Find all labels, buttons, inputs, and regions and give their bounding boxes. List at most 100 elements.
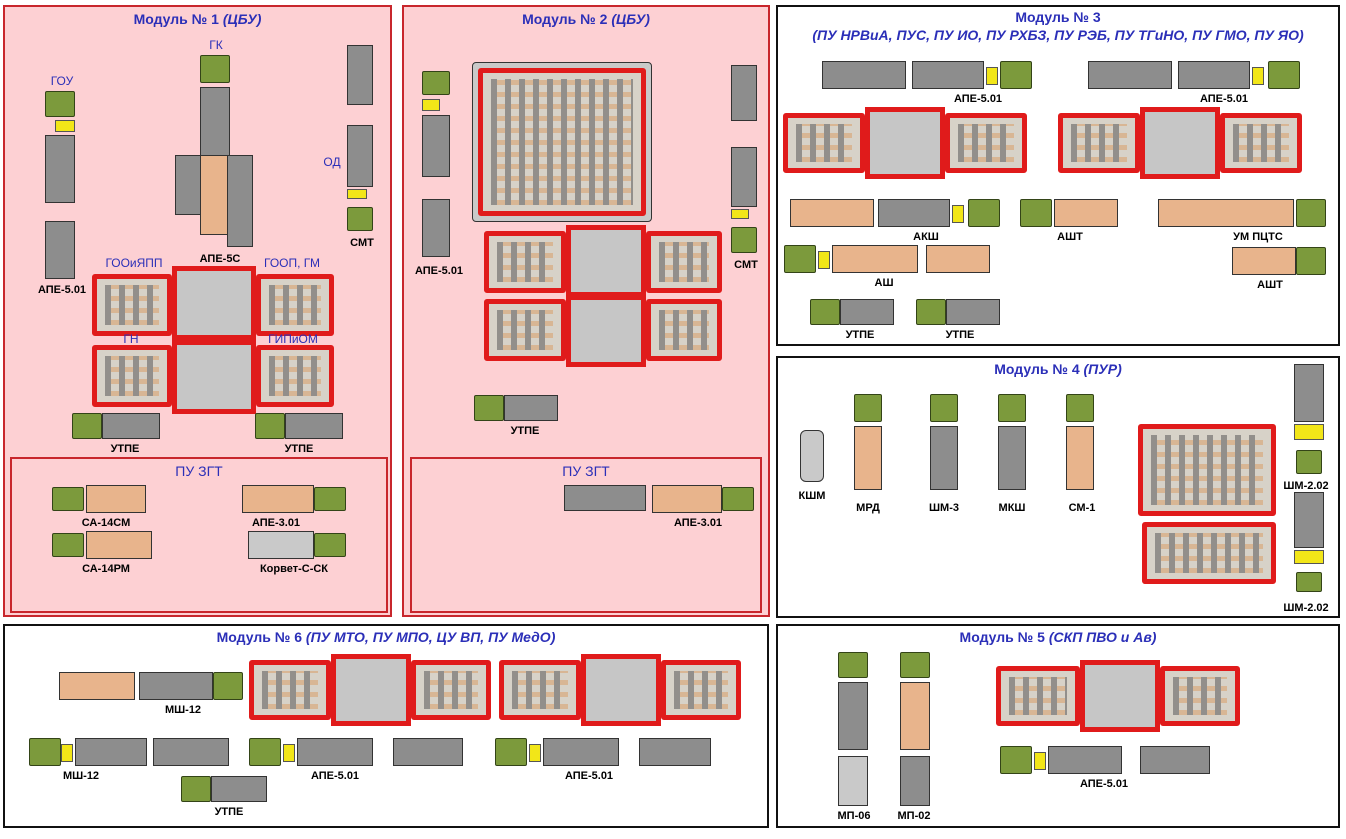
label-sa14rm: СА-14РМ (82, 563, 130, 575)
label-sm1: СМ-1 (1069, 502, 1096, 514)
m2-tent-3 (484, 299, 566, 361)
label-umpcts: УМ ПЦТС (1233, 231, 1283, 243)
m3-utpe2-cab (916, 299, 946, 325)
sa14sm-body (86, 485, 146, 513)
label-ape301-m1: АПЕ-3.01 (252, 517, 300, 529)
module-5-title: Модуль № 5 (СКП ПВО и Ав) (778, 629, 1338, 646)
m4-shm202a-body (1294, 364, 1324, 422)
gou-cab (45, 91, 75, 117)
m2-big-hall (478, 68, 646, 216)
korvet-body (248, 531, 314, 559)
m1-pu-zgt-title: ПУ ЗГТ (12, 463, 386, 480)
m6-msh12a-cab (213, 672, 243, 700)
m2-smt-cab (731, 227, 757, 253)
m2-tent-4 (646, 299, 722, 361)
m6-ape501b-cab (495, 738, 527, 766)
m3-aksh-generator (952, 205, 964, 223)
label-aksh: АКШ (913, 231, 939, 243)
gou-generator (55, 120, 75, 132)
m3-ape501b-generator (1252, 67, 1264, 85)
gou-body (45, 135, 75, 203)
label-shm3: ШМ-3 (929, 502, 959, 514)
m2-ape301-cab (722, 487, 754, 511)
m3-tent-3 (1058, 113, 1140, 173)
m2-utpe-cab (474, 395, 504, 421)
m6-ape501b-body (543, 738, 619, 766)
m6-hall-2 (581, 654, 661, 726)
m3-asht1-body (1054, 199, 1118, 227)
m4-sm1-cab (1066, 394, 1094, 422)
m4-mrd-cab (854, 394, 882, 422)
label-goop-gm: ГООП, ГМ (264, 257, 320, 270)
label-utpe2-m1: УТПЕ (285, 443, 314, 455)
label-gk: ГК (209, 39, 223, 52)
m6-tent-1 (249, 660, 331, 720)
module-3-panel: Модуль № 3 (ПУ НРВиА, ПУС, ПУ ИО, ПУ РХБ… (776, 5, 1340, 346)
smt-cab (347, 207, 373, 231)
m3-tent-2 (945, 113, 1027, 173)
m2-tent-1 (484, 231, 566, 293)
sa14rm-body (86, 531, 152, 559)
od-generator (347, 189, 367, 199)
m4-shm3-body (930, 426, 958, 490)
label-gou: ГОУ (51, 75, 74, 88)
label-msh12a: МШ-12 (165, 704, 201, 716)
m3-ape501a-body (912, 61, 984, 89)
m3-ape501a-trailer (822, 61, 906, 89)
utpe2-body (285, 413, 343, 439)
m2-smt-body (731, 65, 757, 121)
m3-ash-trailer (926, 245, 990, 273)
label-utpe-m2: УТПЕ (511, 425, 540, 437)
m2-smt-body2 (731, 147, 757, 207)
m3-utpe1-body (840, 299, 894, 325)
module-4-title: Модуль № 4 (ПУР) (778, 361, 1338, 378)
m2-ape501-body (422, 115, 450, 177)
m5-tent-1 (996, 666, 1080, 726)
label-mp02: МП-02 (898, 810, 931, 822)
utpe2-cab (255, 413, 285, 439)
m5-mp06-body (838, 682, 868, 750)
m6-ape501a-trailer (393, 738, 463, 766)
m3-aksh-body (878, 199, 950, 227)
label-ash: АШ (875, 277, 894, 289)
m4-mksh-cab (998, 394, 1026, 422)
label-ape501b-m3: АПЕ-5.01 (1200, 93, 1248, 105)
m3-tent-4 (1220, 113, 1302, 173)
m4-kshm-body (800, 430, 824, 482)
m5-mp06-trailer (838, 756, 868, 806)
hall-upper-m1 (172, 266, 256, 340)
m5-ape501-body (1048, 746, 1122, 774)
m3-utpe2-body (946, 299, 1000, 325)
label-ape301-m2: АПЕ-3.01 (674, 517, 722, 529)
label-shm202a: ШМ-2.02 (1283, 480, 1328, 492)
od-body (347, 125, 373, 187)
module-1-title: Модуль № 1 (ЦБУ) (5, 11, 390, 28)
label-utpe1-m3: УТПЕ (846, 329, 875, 341)
label-korvet: Корвет-С-СК (260, 563, 328, 575)
label-ape5c: АПЕ-5С (200, 253, 241, 265)
gk-cab (200, 55, 230, 83)
tent-goo-iapp (92, 274, 172, 336)
m5-ape501-cab (1000, 746, 1032, 774)
module-3-title: Модуль № 3 (778, 9, 1338, 26)
m3-hall-2 (1140, 107, 1220, 179)
m4-shm202b-generator (1294, 550, 1324, 564)
m4-shm202b-cab (1296, 572, 1322, 592)
m3-aksh-cab (968, 199, 1000, 227)
m3-ash-body (832, 245, 918, 273)
ape301-body-m1 (242, 485, 314, 513)
m3-asht2-cab (1296, 247, 1326, 275)
module-2-panel: Модуль № 2 (ЦБУ) АПЕ-5.01 СМТ УТПЕ ПУ ЗГ… (402, 5, 770, 617)
m6-utpe-body (211, 776, 267, 802)
m5-ape501-generator (1034, 752, 1046, 770)
label-utpe2-m3: УТПЕ (946, 329, 975, 341)
m4-mrd-body (854, 426, 882, 490)
utpe1-cab (72, 413, 102, 439)
m4-shm202a-cab (1296, 450, 1322, 474)
m2-utpe-body (504, 395, 558, 421)
label-ape501a-m6: АПЕ-5.01 (311, 770, 359, 782)
m3-asht2-body (1232, 247, 1296, 275)
module-1-panel: Модуль № 1 (ЦБУ) ГК АПЕ-5С ГОУ АПЕ-5.01 … (3, 5, 392, 617)
m4-shm202a-generator (1294, 424, 1324, 440)
m2-ape301-body (652, 485, 722, 513)
